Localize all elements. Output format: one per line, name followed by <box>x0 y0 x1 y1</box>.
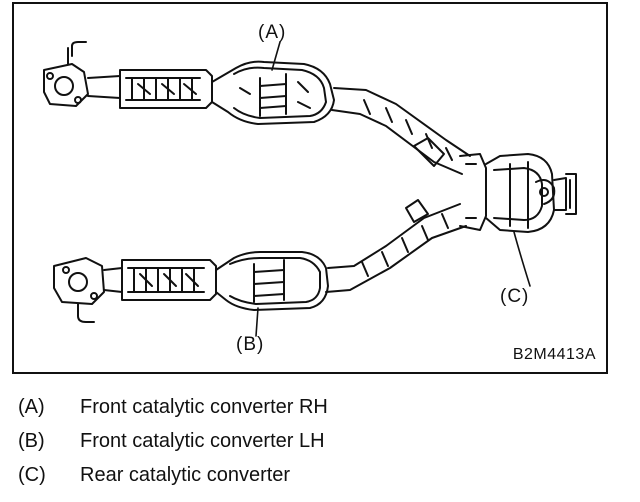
figure-code: B2M4413A <box>512 346 596 363</box>
callout-c: (C) <box>500 286 530 307</box>
legend-item: (A) Front catalytic converter RH <box>18 390 618 424</box>
exhaust-diagram: (A) (B) (C) B2M4413A <box>12 2 608 374</box>
legend-key: (C) <box>18 463 46 486</box>
callout-b: (B) <box>236 334 265 355</box>
legend-key: (B) <box>18 429 45 452</box>
leader-line-a <box>271 41 281 71</box>
legend-item: (B) Front catalytic converter LH <box>18 424 618 458</box>
legend-item: (C) Rear catalytic converter <box>18 458 618 492</box>
legend: (A) Front catalytic converter RH (B) Fro… <box>18 390 618 492</box>
legend-text: Front catalytic converter RH <box>80 395 328 418</box>
legend-text: Front catalytic converter LH <box>80 429 325 452</box>
legend-key: (A) <box>18 395 45 418</box>
callout-a: (A) <box>258 22 287 43</box>
lower-pipe-lh <box>53 199 467 323</box>
exhaust-system-drawing <box>43 41 577 337</box>
legend-text: Rear catalytic converter <box>80 463 291 486</box>
upper-pipe-rh <box>43 41 471 175</box>
rear-converter <box>459 153 577 287</box>
leader-line-b <box>255 307 259 337</box>
